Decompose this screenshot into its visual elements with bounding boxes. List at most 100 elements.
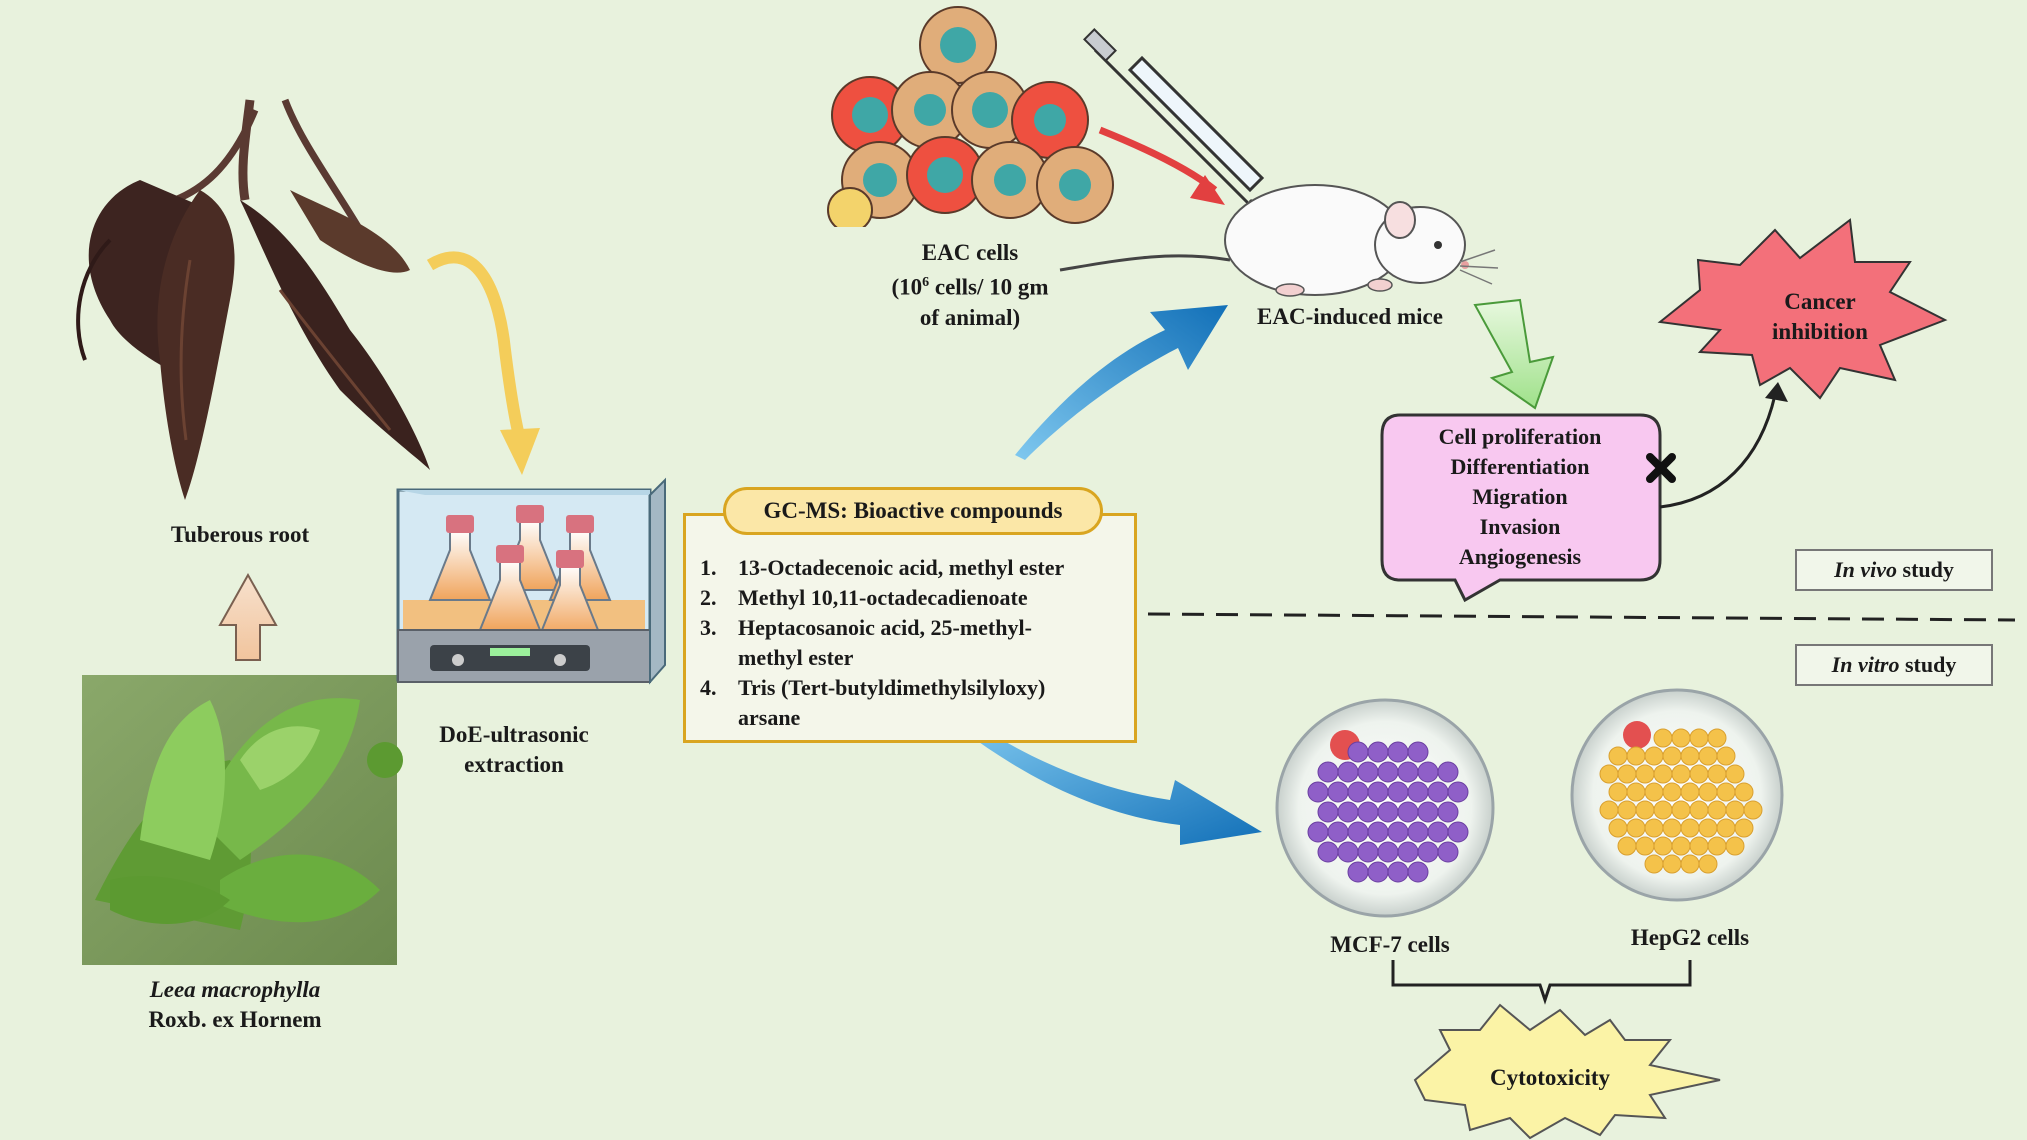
cancer-inhibition-label: Cancer inhibition xyxy=(1735,287,1905,347)
extraction-label-line2: extraction xyxy=(464,752,564,777)
syringe-icon xyxy=(1083,28,1277,229)
mice-label: EAC-induced mice xyxy=(1257,304,1443,329)
mcf7-cell xyxy=(1367,821,1389,843)
mcf7-cell xyxy=(1387,781,1409,803)
mcf7-cell xyxy=(1397,801,1419,823)
compound-text: 13-Octadecenoic acid, methyl ester xyxy=(738,555,1065,580)
mcf7-cell xyxy=(1397,841,1419,863)
arrow-to-cancer-inhibition xyxy=(1659,382,1788,509)
eac-cells-line2-sup: 6 xyxy=(922,275,930,290)
effects-callout xyxy=(1380,413,1662,603)
compound-number: 3. xyxy=(700,615,717,640)
mcf7-cell xyxy=(1317,761,1339,783)
mcf7-cell xyxy=(1437,841,1459,863)
compound-text-line: methyl ester xyxy=(738,645,854,670)
eac-cells-line2-pre: (10 xyxy=(891,274,923,300)
mcf7-cell xyxy=(1367,781,1389,803)
mcf7-cell xyxy=(1347,741,1369,763)
hepg2-cell xyxy=(1635,836,1655,856)
in-vitro-italic: In vitro xyxy=(1831,652,1900,677)
mcf7-cell xyxy=(1377,761,1399,783)
mcf7-cell xyxy=(1357,841,1379,863)
hepg2-cell xyxy=(1734,782,1754,802)
hepg2-cell xyxy=(1698,746,1718,766)
hepg2-cell xyxy=(1626,746,1646,766)
mcf7-cell xyxy=(1407,741,1429,763)
hepg2-cell xyxy=(1617,800,1637,820)
mcf7-cell xyxy=(1447,781,1469,803)
effects-list: Cell proliferation Differentiation Migra… xyxy=(1385,422,1655,572)
mcf7-cell xyxy=(1317,841,1339,863)
mcf7-cell xyxy=(1387,821,1409,843)
hepg2-cell xyxy=(1725,836,1745,856)
mcf7-cell xyxy=(1377,801,1399,823)
hepg2-cell xyxy=(1626,818,1646,838)
mcf7-cell xyxy=(1407,781,1429,803)
hepg2-cell xyxy=(1680,782,1700,802)
mcf7-label: MCF-7 cells xyxy=(1330,932,1450,957)
in-vivo-suffix: study xyxy=(1897,557,1954,582)
compound-text: Methyl 10,11-octadecadienoate xyxy=(738,585,1028,610)
hepg2-cell xyxy=(1617,764,1637,784)
mcf7-cell xyxy=(1357,761,1379,783)
hepg2-cell xyxy=(1725,800,1745,820)
eac-cells-line1: EAC cells xyxy=(921,240,1019,265)
mcf7-cell xyxy=(1437,761,1459,783)
mcf7-cell xyxy=(1367,741,1389,763)
mcf7-cell xyxy=(1337,761,1359,783)
hepg2-cell xyxy=(1734,818,1754,838)
ultrasonic-bath-image xyxy=(396,477,666,685)
hepg2-cell xyxy=(1653,800,1673,820)
hepg2-cell xyxy=(1653,836,1673,856)
mcf7-cell xyxy=(1347,821,1369,843)
mouse-image xyxy=(1059,184,1499,297)
hepg2-cell xyxy=(1644,854,1664,874)
hepg2-cell xyxy=(1671,728,1691,748)
mcf7-cell xyxy=(1347,861,1369,883)
compound-number: 4. xyxy=(700,675,717,700)
hepg2-cell xyxy=(1671,764,1691,784)
hepg2-cell xyxy=(1635,800,1655,820)
mcf7-cell xyxy=(1407,821,1429,843)
red-injection-arrow xyxy=(1098,126,1225,205)
hepg2-cell xyxy=(1662,746,1682,766)
mcf7-cell xyxy=(1417,841,1439,863)
effect-item: Cell proliferation xyxy=(1438,424,1602,449)
green-down-arrow xyxy=(1473,298,1555,410)
compound-number: 1. xyxy=(700,555,717,580)
hepg2-cell xyxy=(1599,764,1619,784)
in-vitro-suffix: study xyxy=(1899,652,1957,677)
mcf7-cell xyxy=(1327,821,1349,843)
inhibition-x-icon xyxy=(1646,453,1676,483)
hepg2-cell xyxy=(1698,782,1718,802)
tuberous-root-image xyxy=(76,98,430,500)
effect-item: Angiogenesis xyxy=(1458,544,1582,569)
mcf7-cell xyxy=(1417,801,1439,823)
effect-item: Differentiation xyxy=(1450,454,1590,479)
hepg2-cell xyxy=(1689,836,1709,856)
hepg2-cell xyxy=(1608,818,1628,838)
hepg2-cell xyxy=(1707,800,1727,820)
eac-cells-label: EAC cells (106 cells/ 10 gm of animal) xyxy=(855,238,1085,333)
extraction-label: DoE-ultrasonic extraction xyxy=(404,720,624,780)
cancer-inhibition-line2: inhibition xyxy=(1772,319,1868,344)
mcf7-cell xyxy=(1307,821,1329,843)
hepg2-cell xyxy=(1698,854,1718,874)
compound-item: 2.Methyl 10,11-octadecadienoate xyxy=(700,583,1130,613)
hepg2-cell xyxy=(1644,782,1664,802)
mcf7-dish xyxy=(1275,698,1495,918)
mcf7-cell xyxy=(1307,781,1329,803)
mcf7-cell xyxy=(1427,781,1449,803)
mcf7-cell xyxy=(1357,801,1379,823)
compound-text-line: Heptacosanoic acid, 25-methyl- xyxy=(738,615,1032,640)
compound-item: 4.Tris (Tert-butyldimethylsilyloxy)arsan… xyxy=(700,673,1130,733)
hepg2-cell xyxy=(1689,764,1709,784)
gcms-title: GC-MS: Bioactive compounds xyxy=(723,487,1103,535)
blue-arrow-to-in-vitro xyxy=(965,720,1262,845)
mcf7-cell xyxy=(1407,861,1429,883)
plant-photo xyxy=(82,675,403,965)
hepg2-cell xyxy=(1725,764,1745,784)
mcf7-cell xyxy=(1337,841,1359,863)
compound-text: Heptacosanoic acid, 25-methyl-methyl est… xyxy=(738,613,1032,673)
